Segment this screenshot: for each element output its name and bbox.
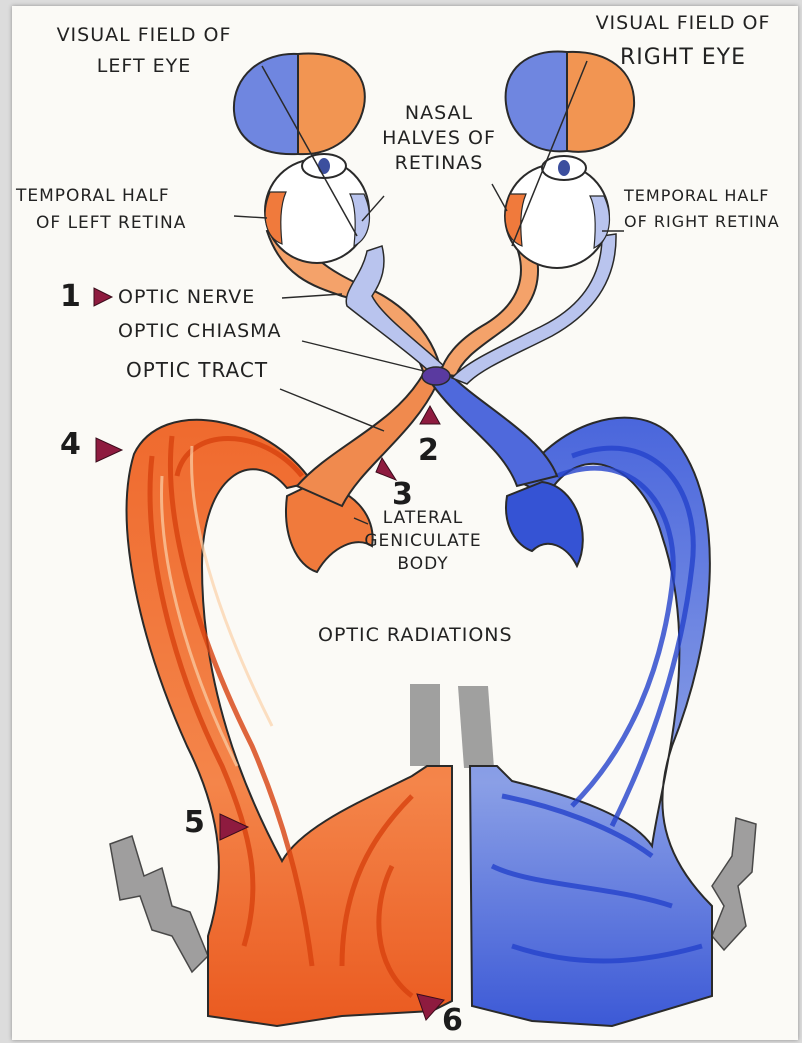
right-lateral-geniculate-body [506,482,583,566]
label-optic-radiations: OPTIC RADIATIONS [318,626,513,645]
left-cortex-grey-stump [410,684,440,766]
label-lgb-line1: LATERAL [358,510,488,527]
marker-3-number: 3 [392,480,413,510]
optic-chiasma [422,367,450,385]
label-optic-nerve: OPTIC NERVE [118,288,255,307]
label-visual-field-right: VISUAL FIELD OF RIGHT EYE [580,14,786,69]
label-lgb-line2: GENICULATE [358,533,488,550]
label-visual-field-right-line2: RIGHT EYE [580,47,786,69]
marker-5-number: 5 [184,808,205,838]
right-eyeball [505,156,609,268]
label-visual-field-right-line1: VISUAL FIELD OF [580,14,786,33]
label-nasal-line3: RETINAS [364,154,514,173]
marker-6-number: 6 [442,1006,463,1036]
label-visual-field-left-line2: LEFT EYE [30,57,258,76]
label-temporal-right: TEMPORAL HALF OF RIGHT RETINA [624,188,780,230]
label-temporal-right-line2: OF RIGHT RETINA [624,214,780,230]
marker-4-number: 4 [60,430,81,460]
diagram-sheet: VISUAL FIELD OF LEFT EYE VISUAL FIELD OF… [12,6,798,1040]
label-optic-tract: OPTIC TRACT [126,360,268,380]
label-visual-field-left: VISUAL FIELD OF LEFT EYE [30,26,258,76]
left-eyeball [265,154,369,263]
label-temporal-right-line1: TEMPORAL HALF [624,188,780,204]
label-nasal-line1: NASAL [364,104,514,123]
marker-4-arrow [96,438,122,462]
label-temporal-left: TEMPORAL HALF OF LEFT RETINA [16,188,186,232]
right-cortex-grey-stump [458,686,494,768]
label-nasal-halves: NASAL HALVES OF RETINAS [364,104,514,173]
right-optic-tract [432,376,557,486]
label-lgb-line3: BODY [358,556,488,573]
label-temporal-left-line2: OF LEFT RETINA [16,215,186,232]
label-temporal-left-line1: TEMPORAL HALF [16,188,186,205]
label-visual-field-left-line1: VISUAL FIELD OF [30,26,258,45]
left-occipital-grey-edge [110,836,208,972]
label-nasal-line2: HALVES OF [364,129,514,148]
marker-1-arrow [94,288,112,306]
label-optic-chiasma: OPTIC CHIASMA [118,322,282,341]
left-optic-tract [297,376,437,506]
marker-2-number: 2 [418,436,439,466]
right-occipital-grey-edge [712,818,756,950]
label-lateral-geniculate-body: LATERAL GENICULATE BODY [358,510,488,573]
marker-1-number: 1 [60,282,81,312]
